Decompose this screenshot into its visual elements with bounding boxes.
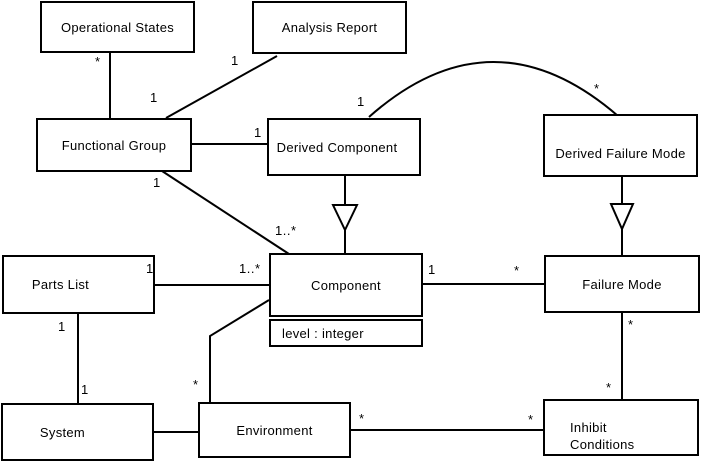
class-environment: Environment — [198, 402, 351, 458]
generalization-triangle-icon — [609, 203, 635, 232]
mult-derived-component-end-arc: 1 — [357, 94, 365, 109]
class-parts-list: Parts List — [2, 255, 155, 314]
generalization-triangle-icon — [331, 204, 359, 233]
class-derived-component: Derived Component — [267, 118, 421, 176]
class-label: Analysis Report — [281, 20, 378, 35]
mult-inhibit-end-failure-mode: * — [606, 380, 612, 395]
mult-derived-component-end-fg: 1 — [254, 125, 262, 140]
generalization-derived-failure-mode-failure-mode — [609, 177, 635, 256]
attribute-label: level : integer — [282, 325, 364, 341]
class-name-compartment: Component — [269, 253, 423, 317]
class-label: Inhibit Conditions — [570, 419, 635, 452]
class-label: Derived Failure Mode — [555, 146, 686, 161]
assoc-functional-group-component — [161, 170, 290, 255]
mult-functional-group-end-opstates: 1 — [150, 90, 158, 105]
mult-derived-failure-mode-end-arc: * — [594, 81, 600, 96]
mult-environment-end-component: * — [193, 377, 199, 392]
class-attribute-compartment: level : integer — [269, 319, 423, 347]
class-derived-failure-mode: Derived Failure Mode — [543, 114, 698, 177]
mult-functional-group-end-component: 1 — [153, 175, 161, 190]
mult-system-end: 1 — [81, 382, 89, 397]
class-component: Component level : integer — [269, 253, 423, 347]
class-label: Component — [311, 277, 381, 293]
class-label: Failure Mode — [582, 276, 662, 292]
class-label: Functional Group — [61, 137, 167, 153]
class-analysis-report: Analysis Report — [252, 1, 407, 54]
class-system: System — [1, 403, 154, 461]
mult-component-end-failure-mode: 1 — [428, 262, 436, 277]
class-label: Parts List — [31, 277, 90, 292]
mult-inhibit-end-environment: * — [528, 412, 534, 427]
mult-failure-mode-end-component: * — [514, 263, 520, 278]
mult-failure-mode-end-inhibit: * — [628, 317, 634, 332]
class-label: Operational States — [60, 19, 175, 35]
class-label: Derived Component — [276, 139, 398, 155]
assoc-derived-component-derived-failure-mode-arc — [368, 61, 619, 118]
assoc-environment-component — [209, 299, 270, 403]
class-inhibit-conditions: Inhibit Conditions — [543, 399, 699, 456]
assoc-analysis-report-functional-group — [165, 55, 278, 119]
mult-parts-list-end-system: 1 — [58, 319, 66, 334]
mult-component-end-fg: 1..* — [275, 223, 297, 238]
generalization-derived-component-component — [331, 176, 359, 254]
class-label: System — [39, 424, 86, 440]
mult-analysis-report-end: 1 — [231, 53, 239, 68]
class-label: Environment — [236, 422, 313, 438]
mult-component-end-parts-list: 1..* — [239, 261, 261, 276]
class-functional-group: Functional Group — [36, 118, 192, 172]
mult-operational-states-end: * — [95, 54, 101, 69]
mult-environment-end-inhibit: * — [359, 411, 365, 426]
class-failure-mode: Failure Mode — [544, 255, 700, 313]
class-operational-states: Operational States — [40, 1, 195, 53]
mult-parts-list-end-component: 1 — [146, 261, 154, 276]
